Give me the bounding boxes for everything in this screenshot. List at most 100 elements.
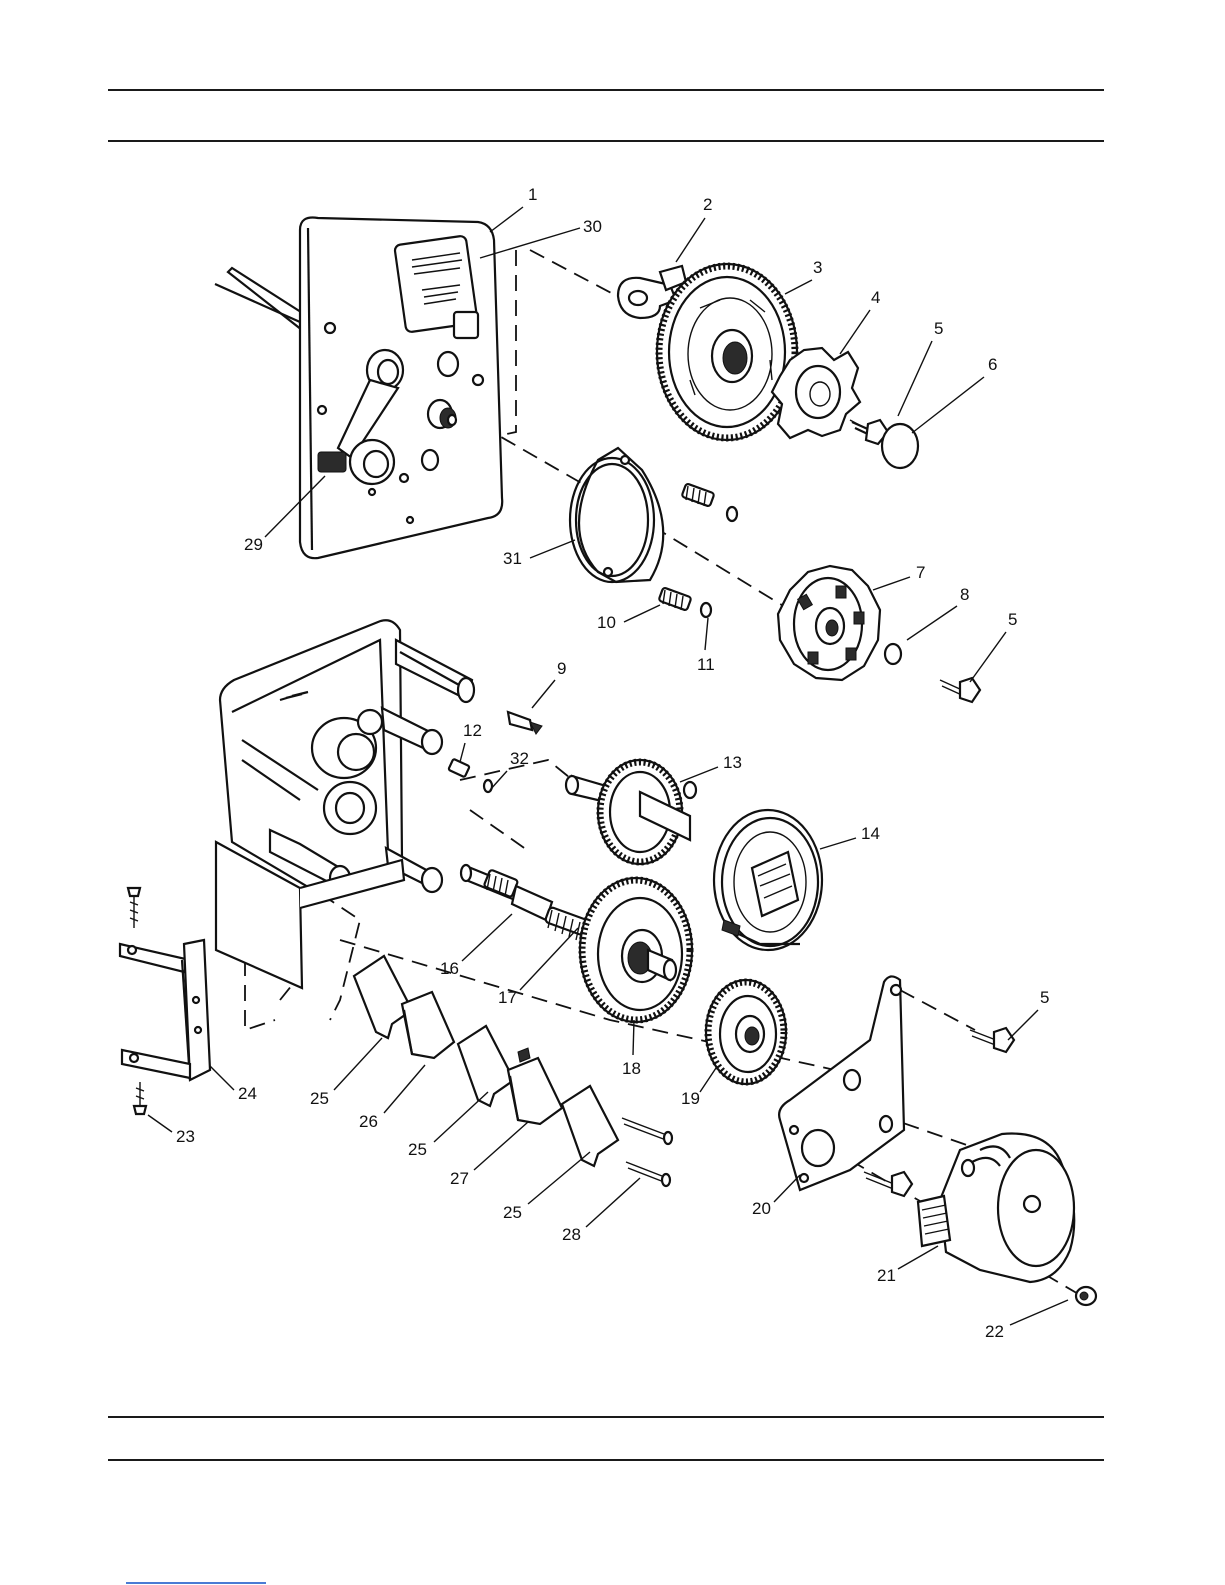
leader-line-c8 — [907, 606, 957, 640]
part-spring-small — [448, 759, 492, 792]
leader-line-c16 — [462, 914, 512, 961]
part-small-screw — [1076, 1287, 1096, 1305]
leader-line-c25b — [434, 1092, 488, 1142]
part-number-c8: 8 — [960, 585, 969, 604]
part-number-c27: 27 — [450, 1169, 469, 1188]
leader-line-c18 — [633, 1020, 634, 1055]
leader-line-c12 — [460, 743, 465, 762]
leader-line-c27 — [474, 1122, 528, 1170]
leader-line-c5a — [898, 341, 932, 416]
part-program-wheel — [657, 264, 797, 440]
leader-line-c2 — [676, 218, 705, 262]
leader-line-c19 — [700, 1068, 716, 1092]
leader-line-c21 — [898, 1246, 938, 1269]
part-washer — [885, 644, 901, 664]
leader-line-c14 — [820, 838, 856, 849]
part-motor — [918, 1134, 1074, 1282]
part-gear-13 — [566, 760, 696, 864]
leader-line-c23 — [148, 1115, 172, 1132]
part-number-c20: 20 — [752, 1199, 771, 1218]
part-number-c25b: 25 — [408, 1140, 427, 1159]
leader-line-c9 — [532, 680, 555, 708]
leader-line-c25c — [528, 1152, 590, 1204]
part-number-c18: 18 — [622, 1059, 641, 1078]
part-number-c32: 32 — [510, 749, 529, 768]
leader-line-c11 — [705, 618, 708, 650]
part-screw-lower — [970, 1028, 1014, 1052]
leader-line-c6 — [912, 377, 984, 433]
leader-line-c5b — [970, 632, 1006, 682]
part-number-c31: 31 — [503, 549, 522, 568]
leader-line-c28 — [586, 1178, 640, 1227]
part-bracket — [120, 940, 210, 1080]
footer-rule-bottom — [108, 1459, 1104, 1461]
part-number-c10: 10 — [597, 613, 616, 632]
part-number-c28: 28 — [562, 1225, 581, 1244]
leader-line-c24 — [210, 1066, 234, 1090]
leader-line-c4 — [840, 310, 870, 354]
part-number-c30: 30 — [583, 217, 602, 236]
part-number-c4: 4 — [871, 288, 880, 307]
part-number-c5b: 5 — [1008, 610, 1017, 629]
part-spring-upper — [682, 483, 737, 521]
leader-line-c17 — [520, 928, 578, 990]
part-plunger — [508, 712, 542, 734]
part-number-c29: 29 — [244, 535, 263, 554]
part-housing — [216, 620, 474, 988]
part-number-c16: 16 — [440, 959, 459, 978]
part-number-c19: 19 — [681, 1089, 700, 1108]
part-number-c24: 24 — [238, 1084, 257, 1103]
part-switch-26 — [402, 992, 454, 1058]
part-bracket-screw-top — [128, 888, 140, 928]
part-number-c5a: 5 — [934, 319, 943, 338]
part-motor-screw — [864, 1172, 912, 1196]
part-number-c21: 21 — [877, 1266, 896, 1285]
part-switch-27 — [508, 1048, 562, 1124]
leader-line-c26 — [384, 1065, 425, 1113]
part-cap — [882, 424, 918, 468]
leader-line-c25a — [334, 1038, 382, 1090]
part-number-c13: 13 — [723, 753, 742, 772]
part-number-c1: 1 — [528, 185, 537, 204]
part-number-c14: 14 — [861, 824, 880, 843]
part-number-c17: 17 — [498, 988, 517, 1007]
part-front-plate — [215, 218, 502, 559]
part-long-screws — [622, 1118, 672, 1186]
part-motor-plate — [779, 976, 904, 1190]
part-number-c11: 11 — [697, 655, 715, 674]
leader-line-c5c — [1008, 1010, 1038, 1040]
part-number-c7: 7 — [916, 563, 925, 582]
part-number-c3: 3 — [813, 258, 822, 277]
part-number-c25a: 25 — [310, 1089, 329, 1108]
part-insulator-1 — [354, 956, 412, 1038]
part-number-c22: 22 — [985, 1322, 1004, 1341]
part-spring-lower — [659, 587, 711, 617]
leader-line-c32 — [490, 771, 507, 790]
leader-line-c20 — [774, 1175, 800, 1202]
part-number-c12: 12 — [463, 721, 482, 740]
part-number-c23: 23 — [176, 1127, 195, 1146]
part-cam-gear — [778, 566, 880, 680]
footer-rule-top — [108, 1416, 1104, 1418]
part-gear-19 — [706, 980, 786, 1084]
leader-line-c13 — [680, 767, 718, 782]
part-dial — [714, 810, 822, 950]
part-number-c25c: 25 — [503, 1203, 522, 1222]
page-link-underline[interactable] — [126, 1582, 266, 1584]
leader-line-c31 — [530, 540, 575, 558]
leader-line-c7 — [873, 577, 910, 590]
part-drive-shaft — [461, 865, 552, 920]
part-gear-18 — [580, 878, 692, 1022]
leader-line-c22 — [1010, 1300, 1068, 1325]
part-number-c2: 2 — [703, 195, 712, 214]
part-number-c9: 9 — [557, 659, 566, 678]
leader-line-c1 — [490, 207, 523, 232]
part-number-c6: 6 — [988, 355, 997, 374]
part-screw-mid — [940, 678, 980, 702]
part-number-c26: 26 — [359, 1112, 378, 1131]
part-gasket — [570, 448, 663, 582]
part-bracket-screw-bottom — [134, 1082, 146, 1114]
leader-line-c3 — [785, 280, 812, 294]
leader-line-c10 — [624, 605, 660, 622]
